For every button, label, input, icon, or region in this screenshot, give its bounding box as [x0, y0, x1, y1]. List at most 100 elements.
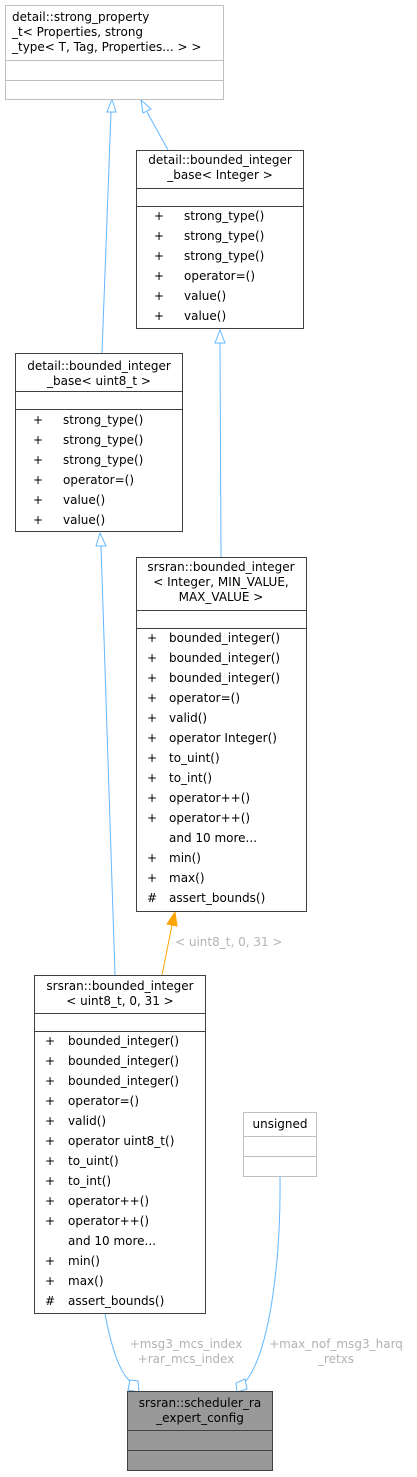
member-visibility: + [147, 671, 157, 685]
arrow-inherit-base-uint8 [95, 531, 107, 547]
member-visibility: + [147, 871, 157, 885]
member-name[interactable]: operator=() [169, 691, 240, 705]
class-bounded-integer-base-integer[interactable]: detail::bounded_integer _base< Integer >… [136, 150, 304, 329]
member-name[interactable]: operator uint8_t() [68, 1134, 174, 1148]
member-name[interactable]: to_int() [169, 771, 212, 785]
member-name[interactable]: operator++() [169, 791, 250, 805]
member-visibility: + [33, 493, 43, 507]
member-name[interactable]: bounded_integer() [68, 1034, 179, 1048]
class-title-line: srsran::scheduler_ra [139, 1396, 261, 1410]
edge-label-rar-mcs-index: +rar_mcs_index [138, 1352, 235, 1366]
member-name[interactable]: operator++() [169, 811, 250, 825]
edge-uint8-to-base-uint8 [100, 545, 116, 976]
member-visibility: + [33, 413, 43, 427]
class-title-line: detail::strong_property [12, 10, 149, 24]
member-visibility: # [147, 891, 157, 905]
member-name[interactable]: max() [169, 871, 205, 885]
aggregation-diamond-right [235, 1378, 248, 1393]
member-visibility: + [45, 1134, 55, 1148]
class-title-line: < uint8_t, 0, 31 > [66, 994, 174, 1008]
member-name[interactable]: bounded_integer() [68, 1054, 179, 1068]
member-visibility: + [45, 1154, 55, 1168]
member-visibility: + [147, 731, 157, 745]
member-visibility: + [45, 1114, 55, 1128]
class-title-line: detail::bounded_integer [148, 153, 292, 167]
class-title-line: unsigned [252, 1117, 307, 1131]
class-unsigned[interactable]: unsigned [243, 1112, 317, 1177]
member-visibility: + [45, 1274, 55, 1288]
member-visibility: + [45, 1094, 55, 1108]
member-list: + bounded_integer() + bounded_integer() + bou… [45, 1034, 179, 1308]
member-list: +strong_type()+strong_type()+strong_type… [33, 413, 143, 527]
edge-template-to-base-integer [219, 342, 222, 558]
member-visibility: + [147, 811, 157, 825]
member-visibility: + [45, 1054, 55, 1068]
member-name[interactable]: to_int() [68, 1174, 111, 1188]
member-visibility: + [147, 631, 157, 645]
class-title-line: _base< uint8_t > [46, 374, 151, 388]
member-visibility: + [154, 289, 164, 303]
member-visibility: + [154, 249, 164, 263]
member-name[interactable]: assert_bounds() [68, 1294, 164, 1308]
member-name[interactable]: strong_type() [184, 249, 264, 263]
member-name[interactable]: bounded_integer() [169, 651, 280, 665]
class-title-line: _type< T, Tag, Properties... > > [11, 40, 201, 54]
member-name[interactable]: assert_bounds() [169, 891, 265, 905]
member-name[interactable]: value() [63, 513, 105, 527]
member-name[interactable]: operator=() [63, 473, 134, 487]
edge-base-uint8-to-strong-property [101, 111, 112, 354]
member-name[interactable]: bounded_integer() [169, 631, 280, 645]
class-strong-property[interactable]: detail::strong_property _t< Properties, … [5, 5, 224, 100]
member-name[interactable]: value() [184, 289, 226, 303]
member-name[interactable]: operator=() [68, 1094, 139, 1108]
member-name[interactable]: operator=() [184, 269, 255, 283]
member-name[interactable]: strong_type() [63, 433, 143, 447]
member-name[interactable]: value() [63, 493, 105, 507]
member-visibility: + [147, 851, 157, 865]
edge-label-msg3-mcs-index: +msg3_mcs_index [130, 1337, 243, 1351]
member-visibility: + [147, 711, 157, 725]
member-visibility: + [45, 1074, 55, 1088]
member-list: + bounded_integer() + bounded_integer() + bou… [147, 631, 280, 905]
edge-label-template-args: < uint8_t, 0, 31 > [175, 935, 283, 949]
arrow-inherit-base-integer [214, 328, 226, 344]
class-scheduler-ra-expert-config[interactable]: srsran::scheduler_ra _expert_config [127, 1391, 273, 1471]
member-name[interactable]: valid() [68, 1114, 106, 1128]
member-visibility: + [154, 209, 164, 223]
member-visibility: + [147, 651, 157, 665]
member-visibility: + [147, 691, 157, 705]
member-visibility: + [154, 229, 164, 243]
member-name[interactable]: to_uint() [68, 1154, 119, 1168]
class-bounded-integer-template[interactable]: srsran::bounded_integer < Integer, MIN_V… [136, 557, 307, 912]
member-name[interactable]: max() [68, 1274, 104, 1288]
member-visibility: + [45, 1254, 55, 1268]
member-name[interactable]: strong_type() [63, 413, 143, 427]
member-name[interactable]: bounded_integer() [68, 1074, 179, 1088]
member-name[interactable]: and 10 more... [169, 831, 257, 845]
member-name[interactable]: min() [68, 1254, 100, 1268]
member-list: + strong_type() + strong_type() + strong_type… [154, 209, 264, 323]
member-name[interactable]: valid() [169, 711, 207, 725]
class-title-line: MAX_VALUE > [179, 590, 264, 604]
class-bounded-integer-uint8[interactable]: srsran::bounded_integer < uint8_t, 0, 31… [34, 975, 206, 1314]
member-name[interactable]: operator++() [68, 1214, 149, 1228]
member-visibility: + [147, 791, 157, 805]
member-name[interactable]: to_uint() [169, 751, 220, 765]
member-name[interactable]: operator Integer() [169, 731, 277, 745]
aggregation-diamond-left [127, 1379, 140, 1393]
member-visibility: + [147, 771, 157, 785]
class-title-line: _t< Properties, strong [11, 25, 143, 39]
member-name[interactable]: strong_type() [63, 453, 143, 467]
edge-label-max-nof-msg3-harq: +max_nof_msg3_harq [269, 1337, 403, 1351]
member-name[interactable]: and 10 more... [68, 1234, 156, 1248]
member-name[interactable]: strong_type() [184, 209, 264, 223]
member-name[interactable]: strong_type() [184, 229, 264, 243]
class-title-line: srsran::bounded_integer [46, 979, 193, 993]
member-name[interactable]: value() [184, 309, 226, 323]
member-name[interactable]: operator++() [68, 1194, 149, 1208]
class-title-line: _base< Integer > [166, 168, 273, 182]
member-name[interactable]: min() [169, 851, 201, 865]
class-bounded-integer-base-uint8[interactable]: detail::bounded_integer _base< uint8_t >… [15, 353, 183, 532]
member-name[interactable]: bounded_integer() [169, 671, 280, 685]
